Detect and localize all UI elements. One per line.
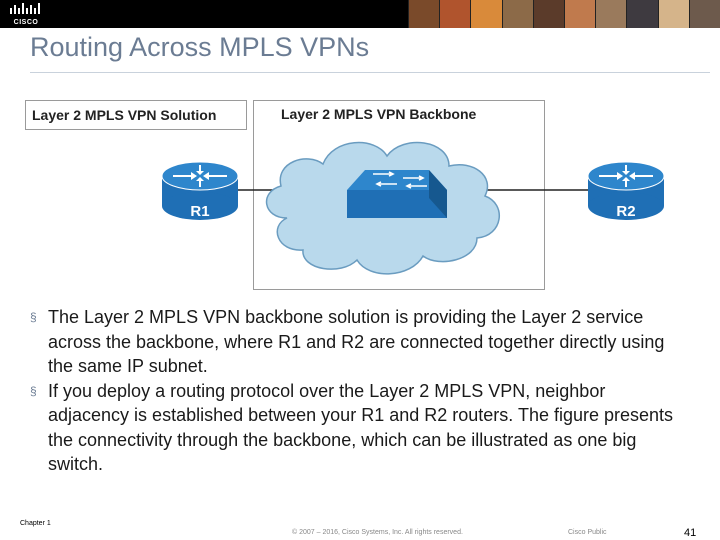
network-diagram: R1 R2 [161, 141, 665, 275]
router-r2-icon: R2 [587, 161, 665, 220]
slide-title: Routing Across MPLS VPNs [30, 32, 370, 62]
backbone-label: Layer 2 MPLS VPN Backbone [281, 106, 477, 122]
logo-text: CISCO [13, 19, 39, 26]
bullet-marker: § [30, 310, 37, 324]
cisco-bars-icon [10, 3, 40, 14]
solution-box: Layer 2 MPLS VPN Solution [25, 100, 247, 130]
header-photo [688, 0, 720, 28]
network-figure: Layer 2 MPLS VPN Solution Layer 2 MPLS V… [25, 100, 665, 295]
header-photo [470, 0, 502, 28]
page-number: 41 [684, 527, 697, 539]
router-r1-label: R1 [190, 203, 209, 220]
solution-label: Layer 2 MPLS VPN Solution [32, 107, 217, 123]
header-photo [408, 0, 440, 28]
footer-copyright: © 2007 – 2016, Cisco Systems, Inc. All r… [292, 529, 463, 536]
bullet-text: If you deploy a routing protocol over th… [48, 380, 674, 475]
header-bar: CISCO [0, 0, 720, 28]
router-r2-label: R2 [616, 203, 635, 220]
header-photo [501, 0, 533, 28]
router-r1-icon: R1 [161, 161, 239, 220]
bullet-list: § The Layer 2 MPLS VPN backbone solution… [30, 305, 690, 477]
header-photo [595, 0, 627, 28]
footer-chapter: Chapter 1 [20, 520, 51, 527]
header-photo [439, 0, 471, 28]
title-divider [30, 72, 710, 73]
header-photo [532, 0, 565, 28]
bullet-text: The Layer 2 MPLS VPN backbone solution i… [48, 307, 665, 376]
switch-icon [347, 170, 447, 218]
footer-classification: Cisco Public [568, 529, 607, 536]
header-photo [626, 0, 658, 28]
bullet-item: § The Layer 2 MPLS VPN backbone solution… [30, 305, 690, 379]
cisco-logo: CISCO [8, 2, 44, 26]
bullet-marker: § [30, 383, 37, 398]
header-photo [657, 0, 689, 28]
header-photo [564, 0, 596, 28]
bullet-item: § If you deploy a routing protocol over … [30, 379, 690, 477]
header-photo-strip [408, 0, 720, 28]
